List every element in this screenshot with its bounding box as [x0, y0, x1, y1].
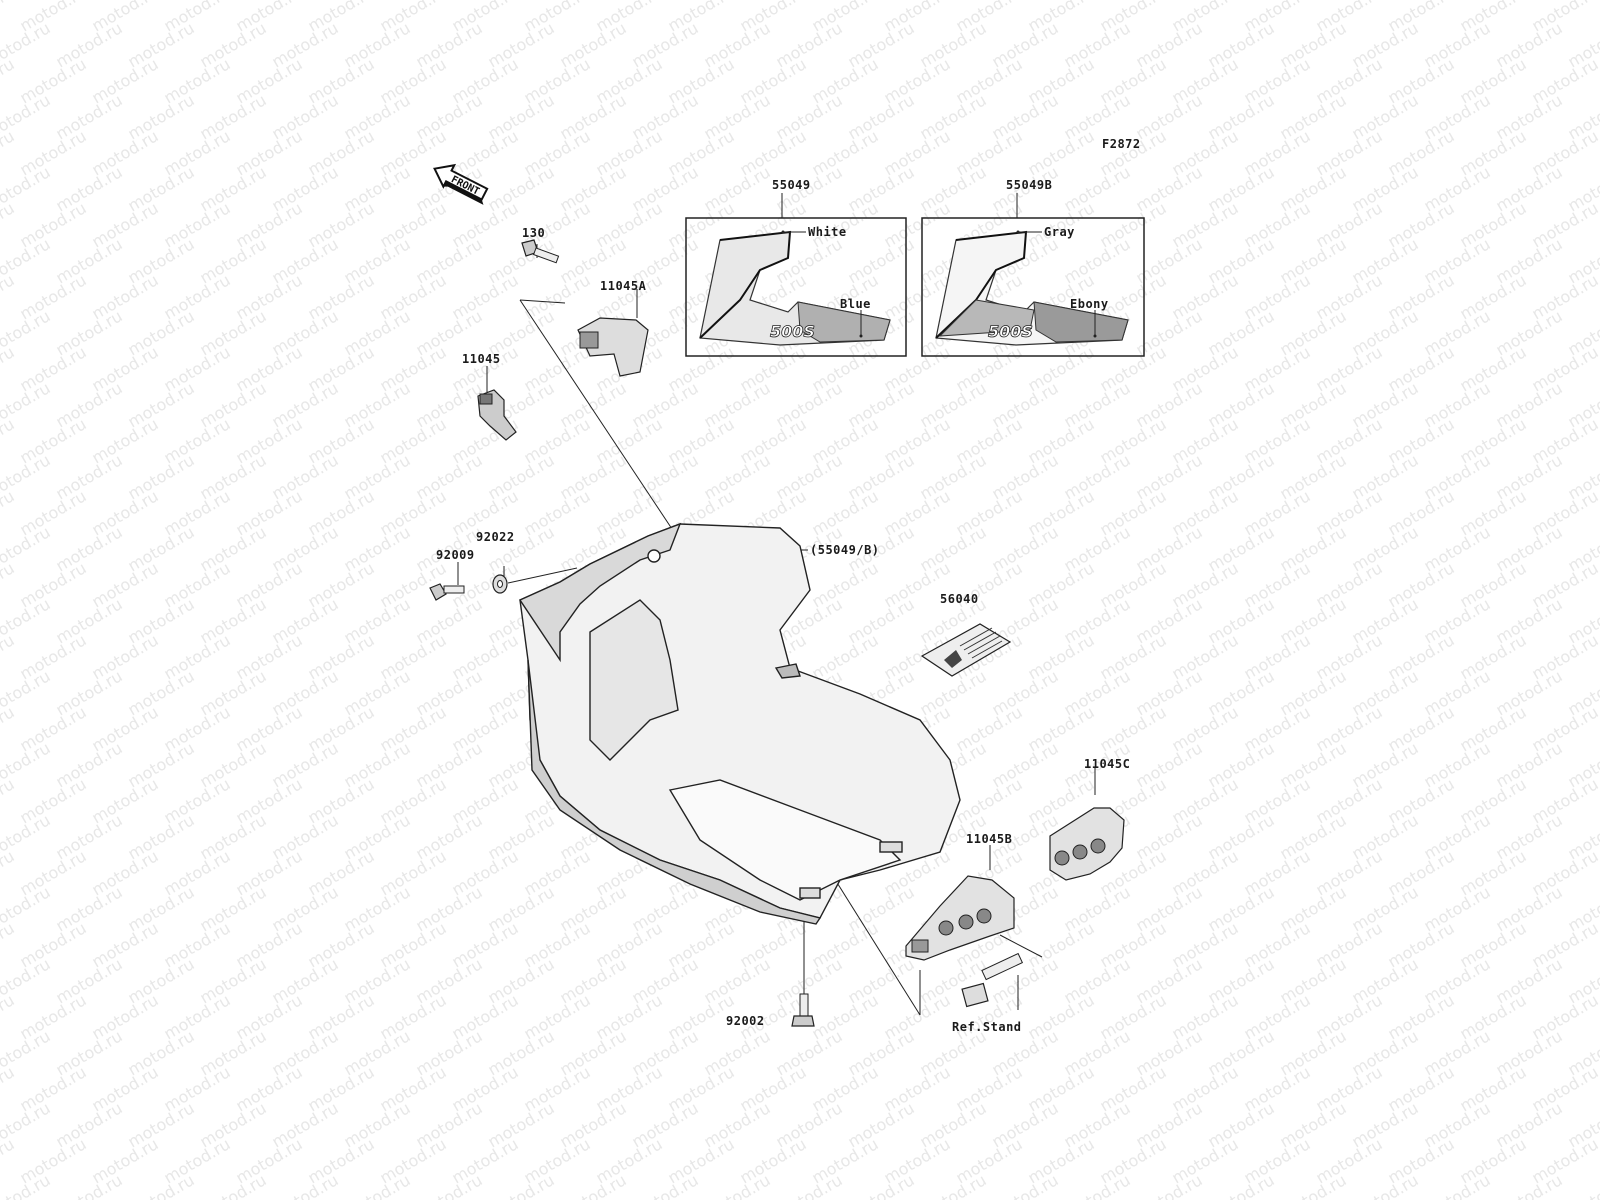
part-number-92009: 92009 — [436, 548, 475, 562]
decal-right-bottom-color: Ebony — [1070, 297, 1109, 311]
stand-bolt — [961, 952, 1024, 1008]
clip-11045 — [477, 389, 517, 441]
watermark-text: motod.ru — [701, 1170, 774, 1200]
decal-left-top-color: White — [808, 225, 847, 239]
part-number-92022: 92022 — [476, 530, 515, 544]
part-number-11045: 11045 — [462, 352, 501, 366]
caution-label-56040 — [920, 623, 1012, 677]
watermark-text: motod.ru — [557, 1170, 630, 1200]
watermark-text: motod.ru — [0, 0, 18, 35]
under-cowl — [518, 522, 961, 925]
watermark-text: motod.ru — [341, 1170, 414, 1200]
watermark-text: motod.ru — [197, 1170, 270, 1200]
bracket-11045C — [1049, 807, 1125, 881]
decal-box-right: 500S — [921, 217, 1145, 357]
watermark-text: motod.ru — [0, 342, 18, 395]
part-number-11045C: 11045C — [1084, 757, 1131, 771]
watermark-text: motod.ru — [0, 1062, 18, 1115]
part-number-55049: 55049 — [772, 178, 811, 192]
watermark-text: motod.ru — [0, 990, 18, 1043]
decal-left-bottom-color: Blue — [840, 297, 871, 311]
watermark-text: motod.ru — [845, 1170, 918, 1200]
watermark-text: motod.ru — [1133, 1170, 1206, 1200]
bolt-130 — [521, 239, 560, 264]
bracket-11045B — [905, 875, 1015, 961]
watermark-text: motod.ru — [1349, 1170, 1422, 1200]
part-number-11045A: 11045A — [600, 279, 647, 293]
watermark-text: motod.ru — [0, 270, 18, 323]
decal-right-model-text: 500S — [988, 322, 1033, 341]
part-number-55049B: 55049B — [1006, 178, 1053, 192]
watermark-text: motod.ru — [0, 558, 18, 611]
figure-code: F2872 — [1102, 137, 1141, 151]
watermark-text: motod.ru — [413, 1170, 486, 1200]
watermark-text: motod.ru — [629, 1170, 702, 1200]
watermark-text: motod.ru — [1421, 1170, 1494, 1200]
front-arrow-icon: FRONT — [433, 163, 489, 205]
watermark-text: motod.ru — [0, 126, 18, 179]
washer-92022 — [492, 574, 508, 594]
watermark-text: motod.ru — [0, 846, 18, 899]
watermark-text: motod.ru — [0, 486, 18, 539]
part-number-130: 130 — [522, 226, 546, 240]
watermark-text: motod.ru — [1565, 1170, 1600, 1200]
watermark-text: motod.ru — [0, 702, 18, 755]
watermark-text: motod.ru — [1277, 1170, 1350, 1200]
watermark-text: motod.ru — [485, 1170, 558, 1200]
watermark-text: motod.ru — [0, 630, 18, 683]
watermark-text: motod.ru — [0, 918, 18, 971]
watermark-text: motod.ru — [53, 1170, 126, 1200]
watermark-text: motod.ru — [917, 1170, 990, 1200]
part-number-55049-ref: (55049/B) — [810, 543, 880, 557]
watermark-text: motod.ru — [1205, 1170, 1278, 1200]
watermark-text: motod.ru — [773, 1170, 846, 1200]
watermark-text: motod.ru — [0, 54, 18, 107]
watermark-text: motod.ru — [0, 1134, 18, 1187]
decal-left-model-text: 500S — [770, 322, 815, 341]
bolt-92009 — [429, 583, 465, 601]
watermark-text: motod.ru — [989, 1170, 1062, 1200]
part-number-92002: 92002 — [726, 1014, 765, 1028]
watermark-text: motod.ru — [269, 1170, 342, 1200]
watermark-text: motod.ru — [0, 198, 18, 251]
decal-right-top-color: Gray — [1044, 225, 1075, 239]
watermark-text: motod.ru — [1493, 1170, 1566, 1200]
watermark-text: motod.ru — [125, 1170, 198, 1200]
watermark-text: motod.ru — [1061, 1170, 1134, 1200]
watermark-text: motod.ru — [0, 414, 18, 467]
bolt-92002 — [791, 993, 815, 1027]
decal-box-left: 500S — [685, 217, 907, 357]
part-number-11045B: 11045B — [966, 832, 1013, 846]
ref-stand-label: Ref.Stand — [952, 1020, 1022, 1034]
watermark-text: motod.ru — [0, 774, 18, 827]
bracket-11045A — [577, 317, 649, 377]
part-number-56040: 56040 — [940, 592, 979, 606]
